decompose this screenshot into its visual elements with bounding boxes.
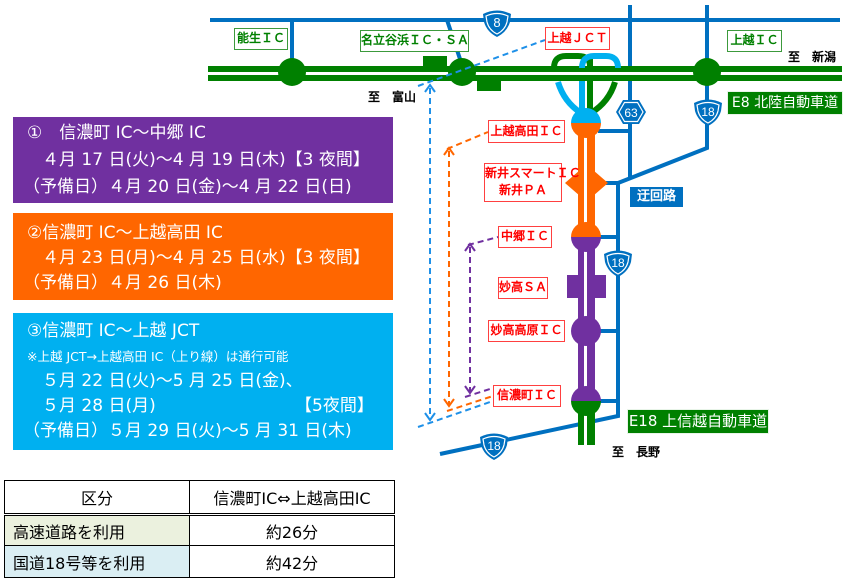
row-label-route18: 国道18号等を利用 xyxy=(4,545,190,578)
arai-pa-left xyxy=(565,170,580,196)
range-1-leader-bottom xyxy=(464,387,494,398)
noh-ic-node xyxy=(278,58,306,86)
box-3-note: ※上越 JCT→上越高田 IC（上り線）は通行可能 xyxy=(27,349,289,364)
range-2-leader-top xyxy=(446,131,489,150)
e18-centerline-a xyxy=(584,136,587,224)
route-63-number: 63 xyxy=(624,106,638,120)
e8-hokuriku-expressway-label: E8 北陸自動車道 xyxy=(727,91,843,115)
route-8-number: 8 xyxy=(493,15,500,30)
box-2-nights: 【3 夜間】 xyxy=(285,248,370,268)
nadachi-ic-node xyxy=(448,58,476,86)
jct-loop-blue xyxy=(579,53,621,69)
box-1-nights: 【3 夜間】 xyxy=(285,150,370,170)
row-label-expressway: 高速道路を利用 xyxy=(4,514,190,546)
e18-centerline-d xyxy=(584,414,587,445)
range-2-arrow-down xyxy=(443,398,455,408)
arai-pa-right xyxy=(593,170,608,196)
jct-loop-green xyxy=(551,53,593,69)
joetsu-takada-ic-node-top xyxy=(571,108,601,123)
myoko-kogen-ic-label: 妙高高原ＩＣ xyxy=(488,320,565,342)
header-route: 信濃町IC⇔上越高田IC xyxy=(189,480,395,516)
box-3-title: ③信濃町 IC～上越 JCT xyxy=(27,321,200,341)
route-18-shield-north-icon: 18 xyxy=(694,99,722,126)
box-1-reserve: （予備日）４月 20 日(金)～4 月 22 日(日) xyxy=(23,177,352,197)
schedule-box-1: ① 信濃町 IC～中郷 IC ４月 17 日(火)～4 月 19 日(木)【3 … xyxy=(13,117,393,203)
direction-nagano: 至 長野 xyxy=(612,445,661,459)
e18-centerline-b xyxy=(584,250,587,318)
route-18-shield-south-icon: 18 xyxy=(480,433,508,460)
route-18-mid-number: 18 xyxy=(611,256,625,270)
range-1-arrow-up xyxy=(464,242,476,252)
box-3-period-2: ５月 28 日(月) 【5夜間】 xyxy=(13,394,393,419)
schedule-box-3: ③信濃町 IC～上越 JCT ※上越 JCT→上越高田 IC（上り線）は通行可能… xyxy=(13,313,393,450)
range-3-leader-bottom xyxy=(417,400,494,428)
box-2-period-dates: ４月 23 日(月)～4 月 25 日(水) xyxy=(42,248,286,268)
route-8-shield-icon: 8 xyxy=(483,10,511,37)
nakago-ic-label: 中郷ＩＣ xyxy=(498,226,552,248)
myoko-kogen-ic-node xyxy=(571,316,601,346)
joetsu-jct-label: 上越ＪＣＴ xyxy=(545,27,610,50)
travel-time-table: 区分 信濃町IC⇔上越高田IC 高速道路を利用 約26分 国道18号等を利用 約… xyxy=(4,480,395,578)
box-2-period: ４月 23 日(月)～4 月 25 日(水)【3 夜間】 xyxy=(13,246,393,271)
row-value-route18: 約42分 xyxy=(189,545,395,578)
nadachi-sa-lower xyxy=(477,81,501,91)
box-1-title: ① 信濃町 IC～中郷 IC xyxy=(27,123,206,143)
box-1-period: ４月 17 日(火)～4 月 19 日(木)【3 夜間】 xyxy=(13,147,393,174)
box-3-reserve: （予備日）５月 29 日(火)～5 月 31 日(木) xyxy=(23,421,352,441)
joetsu-ic-label: 上越ＩＣ xyxy=(727,30,782,52)
box-3-nights: 【5夜間】 xyxy=(295,396,374,416)
nakago-ic-node-bottom xyxy=(571,237,601,252)
joetsu-takada-ic-node-bottom xyxy=(571,123,601,138)
route-63-shield-icon: 63 xyxy=(616,100,646,124)
arai-smart-ic-text: 新井スマートＩＣ xyxy=(485,166,581,180)
schedule-box-2: ②信濃町 IC～上越高田 IC ４月 23 日(月)～4 月 25 日(水)【3… xyxy=(13,213,393,300)
shinanomachi-ic-label: 信濃町ＩＣ xyxy=(493,385,561,407)
range-3-arrow-up xyxy=(424,83,436,93)
table-header-row: 区分 信濃町IC⇔上越高田IC xyxy=(4,480,395,516)
table-row: 国道18号等を利用 約42分 xyxy=(4,545,395,578)
arai-pa-text: 新井ＰＡ xyxy=(498,183,547,197)
range-2-arrow-up xyxy=(443,146,455,156)
direction-niigata: 至 新潟 xyxy=(788,50,837,64)
row-value-expressway: 約26分 xyxy=(189,514,395,546)
box-2-reserve: （予備日）４月 26 日(木) xyxy=(23,273,222,293)
e8-expressway-centerline xyxy=(208,72,842,75)
direction-toyama: 至 富山 xyxy=(368,90,417,104)
range-1-leader-top xyxy=(467,236,499,246)
jct-ramp-blue-curve xyxy=(555,81,583,116)
route-18-shield-mid-icon: 18 xyxy=(604,250,632,277)
arai-smart-ic-pa-label: 新井スマートＩＣ 新井ＰＡ xyxy=(484,163,581,202)
range-3-arrow-down xyxy=(424,412,436,422)
noh-ic-label: 能生ＩＣ xyxy=(234,28,288,50)
detour-label: 迂回路 xyxy=(630,187,683,207)
range-2-leader-bottom xyxy=(446,395,494,412)
jct-ramp-green-curve xyxy=(589,81,618,116)
shinanomachi-ic-node-bottom xyxy=(571,401,601,416)
range-3-leader-top xyxy=(417,39,546,87)
nadachi-ic-sa-label: 名立谷浜ＩＣ・ＳＡ xyxy=(360,30,469,52)
nakago-ic-node-top xyxy=(571,222,601,237)
range-1-arrow-down xyxy=(464,385,476,395)
box-2-title: ②信濃町 IC～上越高田 IC xyxy=(27,223,223,243)
myoko-sa-label: 妙高ＳＡ xyxy=(498,277,548,299)
e18-centerline-c xyxy=(584,344,587,388)
header-category: 区分 xyxy=(4,480,190,516)
shinanomachi-ic-node-top xyxy=(571,386,601,401)
box-1-period-dates: ４月 17 日(火)～4 月 19 日(木) xyxy=(42,150,286,170)
table-row: 高速道路を利用 約26分 xyxy=(4,514,395,546)
route-18-south-number: 18 xyxy=(487,439,501,453)
joetsu-ic-node xyxy=(693,58,721,86)
nadachi-sa-upper xyxy=(423,56,447,66)
joetsu-takada-ic-label: 上越高田ＩＣ xyxy=(488,120,565,143)
e18-joshinetsu-expressway-label: E18 上信越自動車道 xyxy=(627,409,769,434)
box-3-period-1: ５月 22 日(火)～5 月 25 日(金)、 xyxy=(42,371,303,391)
route-18-north-number: 18 xyxy=(701,105,715,119)
box-3-period-2-dates: ５月 28 日(月) xyxy=(42,396,156,416)
